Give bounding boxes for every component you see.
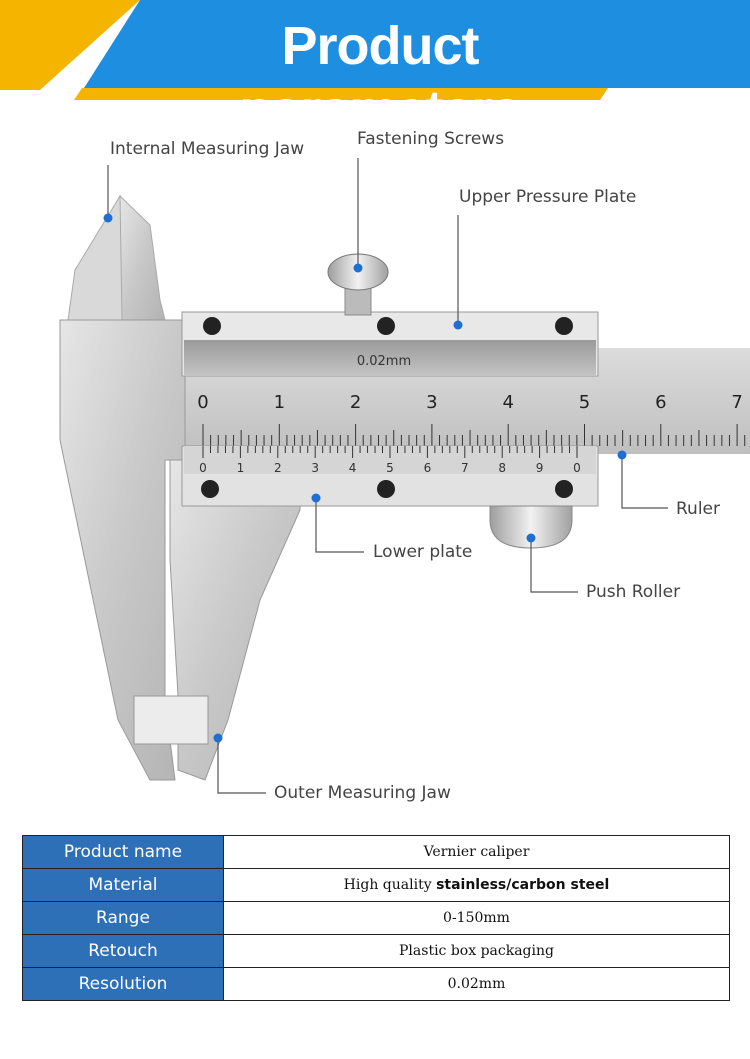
table-row: Range 0-150mm (22, 901, 730, 935)
spec-value-text: 0.02mm (447, 976, 506, 992)
vernier-scale-label: 9 (536, 461, 544, 475)
vernier-scale-label: 4 (349, 461, 357, 475)
vernier-scale-label: 6 (424, 461, 432, 475)
main-scale-label: 4 (502, 392, 513, 413)
spec-table: Product name Vernier caliper Material Hi… (22, 835, 730, 1001)
callout-ruler: Ruler (676, 499, 720, 519)
main-scale-label: 1 (274, 392, 285, 413)
callout-lower-plate: Lower plate (373, 542, 473, 562)
vernier-scale-label: 3 (311, 461, 319, 475)
spec-label: Resolution (22, 967, 224, 1001)
banner-accent-triangle (0, 0, 140, 90)
vernier-scale-label: 5 (386, 461, 394, 475)
spec-label: Material (22, 868, 224, 902)
main-scale-labels: 0 1 2 3 4 5 6 7 (197, 392, 743, 413)
internal-jaw (119, 194, 166, 321)
spec-label: Product name (22, 835, 224, 869)
table-row: Retouch Plastic box packaging (22, 934, 730, 968)
spec-value: Vernier caliper (223, 835, 730, 869)
spec-value: 0.02mm (223, 967, 730, 1001)
callout-outer-measuring-jaw: Outer Measuring Jaw (274, 783, 451, 803)
plate-marking: 0.02mm (357, 354, 411, 369)
page-title: Product parameters (239, 16, 521, 140)
table-row: Product name Vernier caliper (22, 835, 730, 869)
callout-upper-pressure-plate: Upper Pressure Plate (459, 187, 637, 207)
vernier-scale-label: 0 (573, 461, 581, 475)
spec-value: High quality stainless/carbon steel (223, 868, 730, 902)
spec-value: Plastic box packaging (223, 934, 730, 968)
spec-value: 0-150mm (223, 901, 730, 935)
spec-value-text: Vernier caliper (423, 844, 530, 860)
spec-value-text: High quality (343, 877, 437, 893)
vernier-scale-label: 0 (199, 461, 207, 475)
jaw-tip-block (133, 695, 209, 745)
main-scale-label: 3 (426, 392, 437, 413)
vernier-scale-label: 7 (461, 461, 469, 475)
banner-blue-band (84, 0, 750, 88)
spec-label: Range (22, 901, 224, 935)
vernier-scale-ticks (202, 446, 578, 458)
main-scale-label: 2 (350, 392, 361, 413)
callout-internal-measuring-jaw: Internal Measuring Jaw (110, 139, 305, 159)
upper-plate-band (184, 340, 596, 376)
table-row: Material High quality stainless/carbon s… (22, 868, 730, 902)
callout-dots (103, 213, 627, 743)
caliper-illustration: 0 1 2 3 4 5 6 7 0.02mm 0 1 2 3 4 5 6 7 8 9 0 (59, 158, 750, 794)
plate-screws (201, 317, 573, 498)
main-scale-ticks (202, 424, 746, 446)
vernier-scale-labels: 0 1 2 3 4 5 6 7 8 9 0 (199, 461, 581, 475)
internal-jaw-left (67, 194, 123, 321)
callout-fastening-screws: Fastening Screws (357, 129, 505, 149)
spec-label: Retouch (22, 934, 224, 968)
spec-value-bold: stainless/carbon steel (436, 877, 610, 893)
spec-value-text: 0-150mm (443, 910, 510, 926)
main-scale-label: 0 (197, 392, 208, 413)
banner-accent-stripe (74, 88, 608, 100)
callout-leaders (107, 158, 668, 794)
vernier-scale-label: 2 (274, 461, 282, 475)
vernier-scale-label: 1 (237, 461, 245, 475)
main-scale-label: 5 (579, 392, 590, 413)
main-scale-label: 7 (731, 392, 742, 413)
vernier-scale-label: 8 (498, 461, 506, 475)
header-banner (0, 0, 750, 100)
main-scale-label: 6 (655, 392, 666, 413)
callout-push-roller: Push Roller (586, 582, 681, 602)
table-row: Resolution 0.02mm (22, 967, 730, 1001)
spec-value-text: Plastic box packaging (399, 943, 554, 959)
